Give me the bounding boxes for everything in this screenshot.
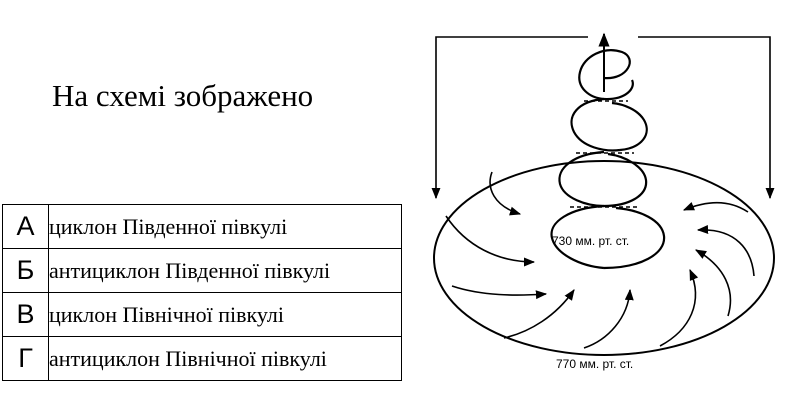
wind-arrow bbox=[659, 268, 699, 347]
wind-arrow bbox=[583, 288, 634, 349]
option-row-h[interactable]: Г антициклон Північної півкулі bbox=[2, 336, 402, 381]
surface-wind-arrows bbox=[445, 171, 755, 349]
outer-pressure-label: 770 мм. рт. ст. bbox=[556, 357, 633, 371]
wind-arrow bbox=[503, 289, 575, 339]
wind-arrow bbox=[489, 171, 522, 216]
option-row-v[interactable]: В циклон Північної півкулі bbox=[2, 292, 402, 337]
center-pressure-label: 730 мм. рт. ст. bbox=[552, 234, 629, 248]
wind-arrow bbox=[696, 225, 755, 277]
wind-arrow bbox=[682, 201, 749, 213]
wind-arrow bbox=[695, 249, 732, 317]
option-row-b[interactable]: Б антициклон Південної півкулі bbox=[2, 248, 402, 293]
rising-air-spiral bbox=[550, 49, 666, 270]
descending-air-arrow-left bbox=[431, 36, 588, 200]
rising-air-spiral-hidden bbox=[570, 100, 640, 208]
option-letter: Г bbox=[2, 336, 49, 381]
question-text: На схемі зображено bbox=[52, 78, 314, 113]
option-text: антициклон Північної півкулі bbox=[48, 336, 402, 381]
system-outline-ellipse bbox=[433, 160, 775, 356]
option-row-a[interactable]: А циклон Південної півкулі bbox=[2, 204, 402, 249]
answer-options-table: А циклон Південної півкулі Б антициклон … bbox=[2, 204, 402, 381]
option-letter: А bbox=[2, 204, 49, 249]
pressure-system-diagram: 730 мм. рт. ст. 770 мм. рт. ст. bbox=[431, 32, 775, 371]
option-text: циклон Південної півкулі bbox=[48, 204, 402, 249]
wind-arrow bbox=[451, 285, 548, 300]
option-text: циклон Північної півкулі bbox=[48, 292, 402, 337]
option-text: антициклон Південної півкулі bbox=[48, 248, 402, 293]
descending-air-arrow-right bbox=[638, 36, 775, 200]
wind-arrow bbox=[445, 215, 536, 267]
option-letter: В bbox=[2, 292, 49, 337]
option-letter: Б bbox=[2, 248, 49, 293]
